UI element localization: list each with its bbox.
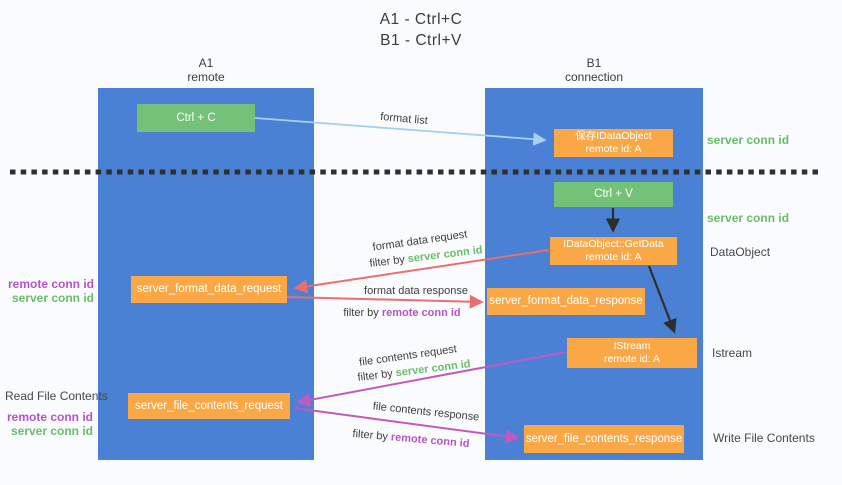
side-label-server-conn-id-format: server conn id <box>11 291 94 305</box>
node-istream-line2: remote id: A <box>603 353 661 365</box>
node-server-file-contents-request: server_file_contents_request <box>128 393 290 419</box>
lane-header-a1: A1 remote <box>98 56 314 84</box>
remote-conn-id-text: remote conn id <box>390 431 470 451</box>
node-format-request-label: server_format_data_request <box>136 283 282 295</box>
side-label-server-conn-id-file: server conn id <box>10 424 93 438</box>
side-label-read-file-contents: Read File Contents <box>5 389 108 403</box>
node-getdata-line1: IDataObject::GetData <box>563 238 664 250</box>
arrow-format-data-response <box>286 294 484 309</box>
side-label-remote-conn-id-format: remote conn id <box>7 277 94 291</box>
node-server-format-data-request: server_format_data_request <box>131 276 287 303</box>
side-label-server-conn-id-mid: server conn id <box>707 211 790 225</box>
filter-by-text: filter by <box>356 367 394 384</box>
filter-by-text: filter by <box>368 253 406 270</box>
node-ctrl-v: Ctrl + V <box>554 182 673 207</box>
side-label-dataobject: DataObject <box>710 245 771 259</box>
edge-label-format-list: format list <box>379 110 429 128</box>
node-file-request-label: server_file_contents_request <box>135 399 283 412</box>
node-getdata-line2: remote id: A <box>585 251 642 263</box>
side-label-server-conn-id-top: server conn id <box>707 133 790 147</box>
node-istream: IStream remote id: A <box>567 338 697 368</box>
side-label-istream: Istream <box>712 346 753 360</box>
node-save-dataobject-line1: 保存IDataObject <box>575 130 652 142</box>
diagram-title: A1 - Ctrl+C B1 - Ctrl+V <box>0 9 842 51</box>
filter-by-text: filter by <box>352 427 389 443</box>
lane-header-b1: B1 connection <box>485 56 703 84</box>
side-label-write-file-contents: Write File Contents <box>713 431 815 445</box>
filter-by-text: filter by <box>343 307 379 319</box>
node-ctrl-c-label: Ctrl + C <box>176 111 216 124</box>
node-format-response-label: server_format_data_response <box>489 295 643 307</box>
edge-label-file-contents-response: file contents response <box>372 400 480 424</box>
lane-a1-role: remote <box>187 69 225 84</box>
lane-b1-name: B1 <box>586 56 602 70</box>
node-server-format-data-response: server_format_data_response <box>487 288 645 315</box>
edge-label-format-data-response: format data response <box>364 285 468 297</box>
node-save-dataobject-line2: remote id: A <box>585 143 642 155</box>
node-idataobject-getdata: IDataObject::GetData remote id: A <box>550 237 677 265</box>
node-file-response-label: server_file_contents_response <box>525 432 683 445</box>
node-istream-line1: IStream <box>613 340 651 352</box>
lane-a1-name: A1 <box>198 56 214 70</box>
node-ctrl-v-label: Ctrl + V <box>594 188 633 200</box>
title-line-1: A1 - Ctrl+C <box>379 11 463 28</box>
title-line-2: B1 - Ctrl+V <box>380 32 462 49</box>
node-save-dataobject: 保存IDataObject remote id: A <box>554 129 673 157</box>
node-ctrl-c: Ctrl + C <box>137 104 255 132</box>
remote-conn-id-text: remote conn id <box>381 307 461 319</box>
lane-b1-role: connection <box>564 69 624 84</box>
node-server-file-contents-response: server_file_contents_response <box>524 425 684 453</box>
side-label-remote-conn-id-file: remote conn id <box>6 410 93 424</box>
